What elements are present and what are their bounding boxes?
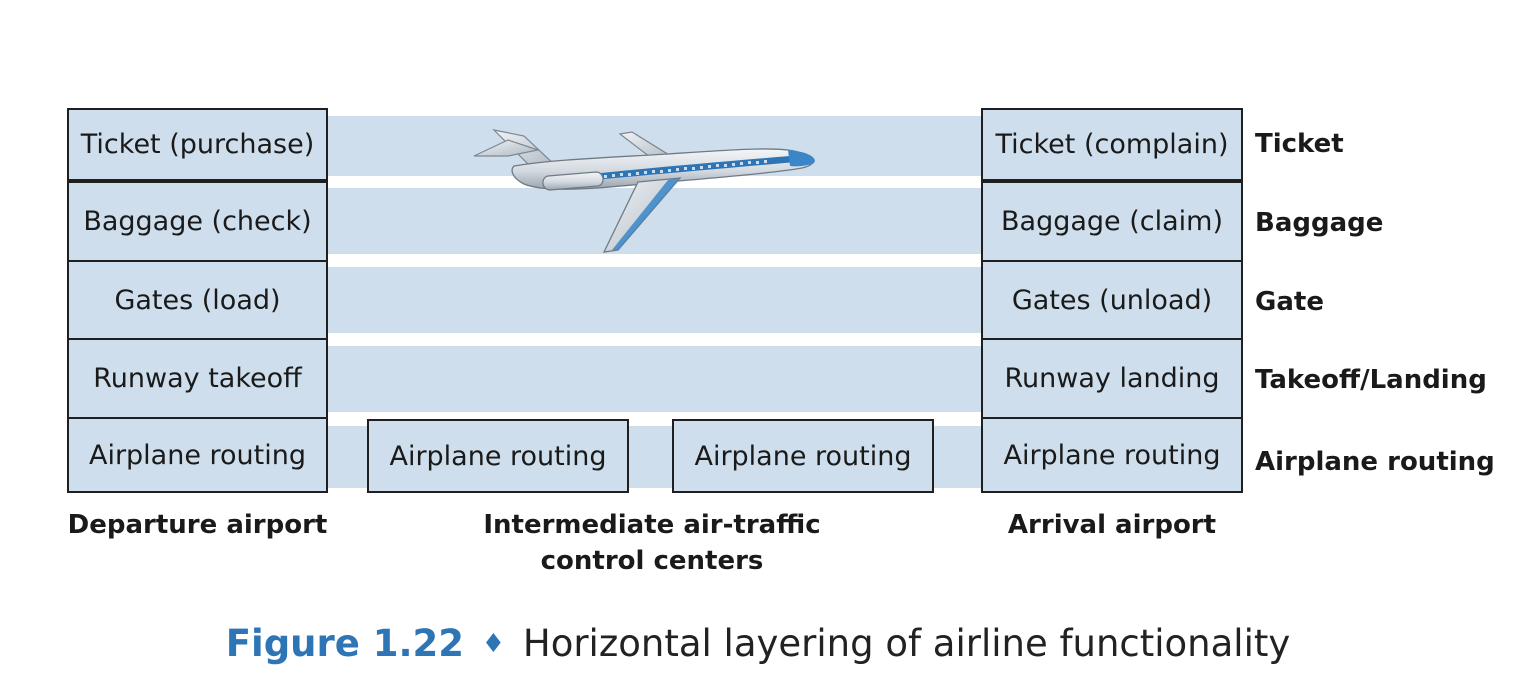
- intermediate-label-line2: control centers: [540, 546, 764, 576]
- intermediate-routing-box-1: Airplane routing: [367, 419, 629, 493]
- nose: [788, 150, 815, 167]
- arrival-ticket-box: Ticket (complain): [981, 108, 1243, 181]
- arrival-gates-box: Gates (unload): [981, 260, 1243, 340]
- intermediate-routing-box-2: Airplane routing: [672, 419, 934, 493]
- arrival-baggage-box: Baggage (claim): [981, 181, 1243, 262]
- airplane-icon: [473, 129, 815, 253]
- caption-separator: ♦: [481, 629, 506, 659]
- intermediate-label: Intermediate air-traffic control centers: [440, 507, 864, 579]
- layer-name-airplane-routing: Airplane routing: [1255, 447, 1495, 477]
- layer-name-gate: Gate: [1255, 287, 1324, 317]
- intermediate-label-line1: Intermediate air-traffic: [483, 510, 821, 540]
- engine: [542, 171, 604, 191]
- layer-name-baggage: Baggage: [1255, 208, 1384, 238]
- figure-caption: Figure 1.22 ♦ Horizontal layering of air…: [0, 622, 1516, 665]
- departure-gates-box: Gates (load): [67, 260, 328, 340]
- departure-baggage-box: Baggage (check): [67, 181, 328, 262]
- windows: [604, 160, 767, 178]
- stabilizer: [473, 139, 541, 157]
- departure-ticket-box: Ticket (purchase): [67, 108, 328, 181]
- layer-name-takeoff-landing: Takeoff/Landing: [1255, 365, 1487, 395]
- wing-edge: [612, 178, 680, 250]
- figure-number: Figure 1.22: [225, 622, 465, 665]
- departure-routing-box: Airplane routing: [67, 417, 328, 493]
- arrival-routing-box: Airplane routing: [981, 417, 1243, 493]
- layer-name-ticket: Ticket: [1255, 129, 1344, 159]
- arrival-airport-label: Arrival airport: [1007, 510, 1217, 540]
- band-takeoff: [328, 346, 982, 412]
- band-gate: [328, 267, 982, 333]
- caption-text: Horizontal layering of airline functiona…: [522, 622, 1291, 665]
- departure-runway-box: Runway takeoff: [67, 338, 328, 419]
- departure-airport-label: Departure airport: [67, 510, 328, 540]
- arrival-runway-box: Runway landing: [981, 338, 1243, 419]
